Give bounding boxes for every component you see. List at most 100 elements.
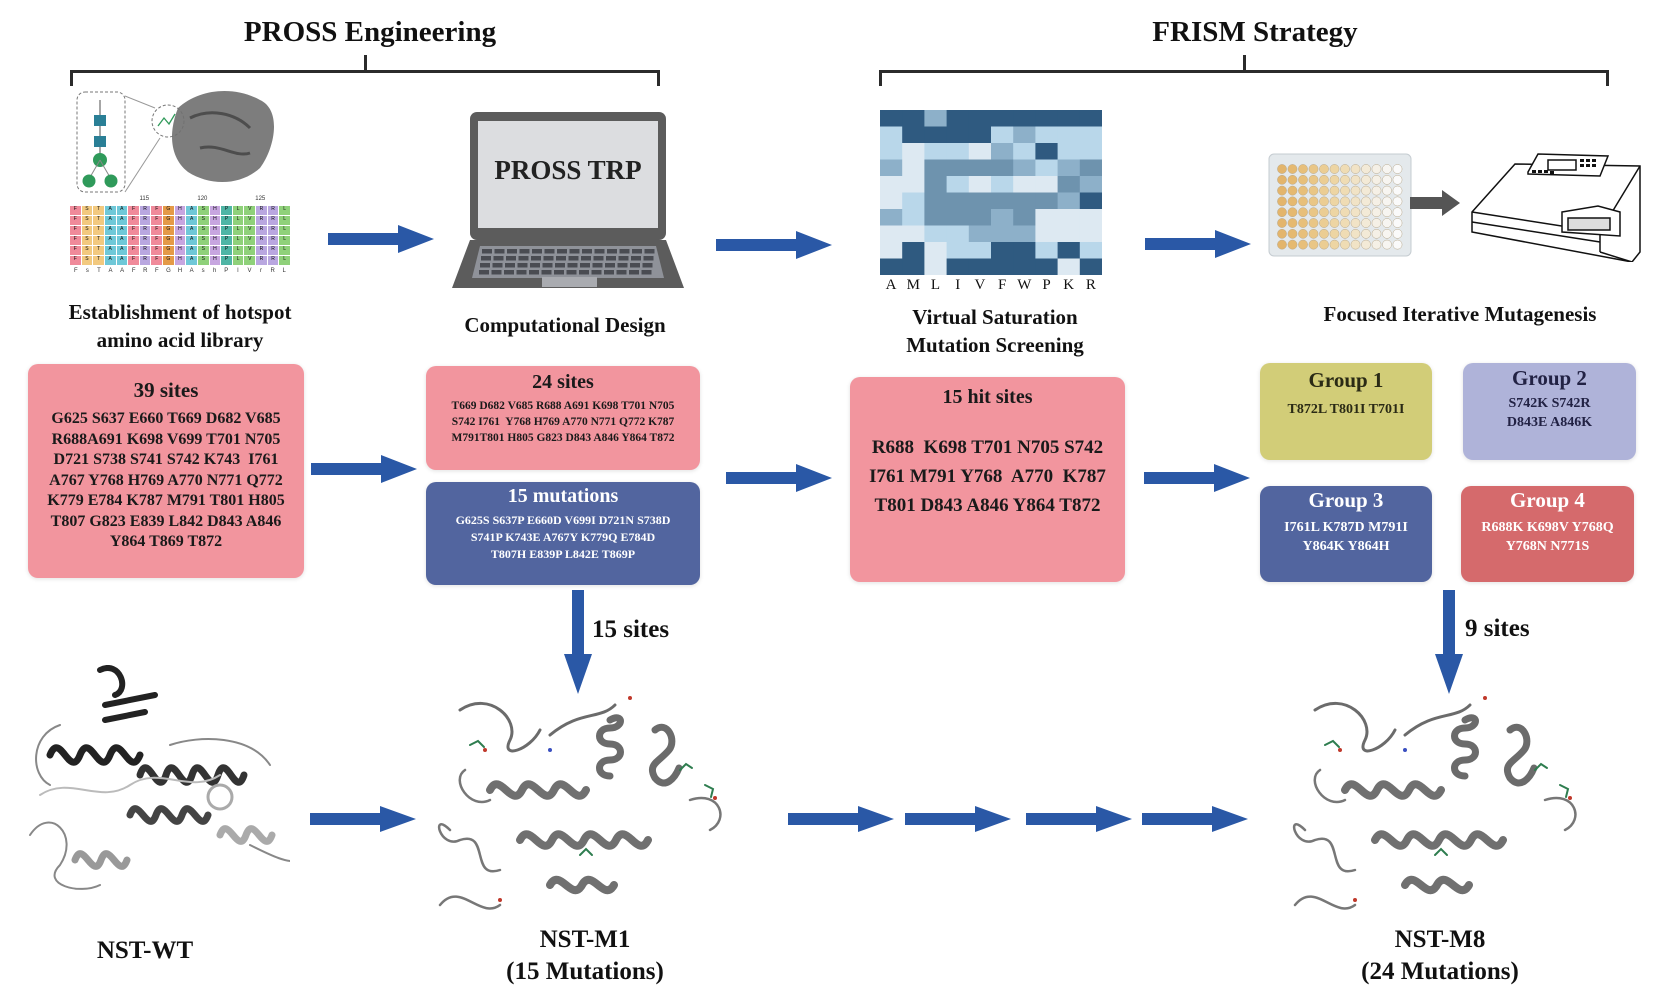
plate-well: [1392, 239, 1403, 250]
heatmap-cell: [991, 242, 1014, 259]
plate-well: [1287, 218, 1298, 228]
plate-well: [1308, 218, 1319, 228]
plate-well: [1392, 185, 1403, 196]
alignment-cell: F: [70, 236, 81, 245]
heatmap-cell: [1013, 159, 1036, 177]
alignment-cell: F: [151, 226, 163, 235]
heatmap-cell: [968, 258, 992, 276]
plate-well: [1277, 185, 1287, 196]
computational-design-caption: Computational Design: [464, 313, 666, 337]
alignment-cell: V: [244, 246, 256, 255]
alignment-cell: R: [256, 256, 267, 265]
heatmap-cell: [968, 110, 992, 127]
nst-m8-label: NST-M8 (24 Mutations): [1330, 924, 1550, 988]
heatmap-cell: [880, 209, 903, 226]
plate-well: [1350, 218, 1361, 228]
arrow-to-m8-icon: [1142, 806, 1248, 832]
library-caption: Establishment of hotspot amino acid libr…: [30, 298, 330, 354]
heatmap-cell: [1057, 242, 1081, 259]
alignment-cell: P: [221, 256, 232, 265]
alignment-cell: F: [70, 226, 81, 235]
plate-well: [1287, 185, 1298, 196]
alignment-cell: S: [197, 216, 209, 225]
plate-well: [1319, 174, 1329, 185]
heatmap-cell: [1013, 126, 1036, 144]
heatmap-cell: [1057, 209, 1081, 226]
site-line: R688K K698V Y768Q: [1481, 520, 1614, 535]
arrow-m1-step3-icon: [1026, 806, 1132, 832]
plate-well: [1361, 239, 1371, 250]
plate-well: [1319, 218, 1329, 228]
heatmap-cell: [1035, 192, 1059, 210]
alignment-cell: H: [174, 216, 186, 225]
heatmap-column-label: W: [1017, 277, 1032, 293]
heatmap-cell: [968, 209, 992, 226]
arrow-design-to-hits-icon: [726, 464, 832, 492]
plate-well: [1371, 218, 1382, 228]
sites-24-box: 24 sites T669 D682 V685 R688 A691 K698 T…: [426, 366, 700, 470]
plate-well: [1392, 196, 1403, 207]
site-line: Y864 T869 T872: [109, 533, 223, 550]
alignment-cell: R: [139, 216, 151, 225]
plate-well: [1277, 207, 1287, 218]
alignment-cell: V: [244, 226, 256, 235]
plate-well: [1277, 228, 1287, 239]
plate-well: [1308, 207, 1319, 218]
alignment-cell: R: [267, 246, 279, 255]
plate-well: [1319, 228, 1329, 239]
laptop-illustration: PROSS TRP: [452, 110, 684, 295]
plate-well: [1308, 239, 1319, 250]
plate-well: [1329, 239, 1340, 250]
consensus-residue: A: [108, 268, 113, 274]
heatmap-cell: [946, 242, 970, 259]
alignment-cell: T: [93, 246, 104, 255]
alignment-cell: A: [104, 256, 116, 265]
alignment-cell: G: [163, 216, 174, 225]
heatmap-cell: [1057, 192, 1081, 210]
alignment-cell: G: [163, 256, 174, 265]
alignment-cell: R: [139, 256, 151, 265]
heatmap-cell: [1057, 159, 1081, 177]
alignment-cell: L: [232, 256, 244, 265]
plate-well: [1382, 174, 1392, 185]
plate-well: [1329, 228, 1340, 239]
plate-well: [1298, 207, 1308, 218]
heatmap-cell: [991, 126, 1014, 144]
arrow-m1-step2-icon: [905, 806, 1011, 832]
plate-well: [1361, 207, 1371, 218]
alignment-cell: F: [70, 246, 81, 255]
site-line: S742K S742R: [1508, 396, 1591, 411]
heatmap-cell: [1057, 225, 1081, 243]
alignment-cell: A: [116, 256, 128, 265]
plate-well: [1287, 196, 1298, 207]
plate-well: [1308, 174, 1319, 185]
nst-m1-label: NST-M1 (15 Mutations): [475, 924, 695, 988]
alignment-cell: A: [104, 206, 116, 215]
consensus-residue: F: [131, 268, 136, 274]
alignment-cell: L: [279, 216, 290, 225]
arrow-design-to-screening-icon: [716, 231, 832, 259]
heatmap-cell: [880, 258, 903, 276]
sites-39-title: 39 sites: [133, 378, 199, 402]
alignment-cell: R: [256, 236, 267, 245]
site-line: G625S S637P E660D V699I D721N S738D: [455, 513, 671, 527]
alignment-cell: L: [279, 206, 290, 215]
alignment-cell: P: [221, 216, 232, 225]
heatmap-cell: [1079, 143, 1103, 160]
heatmap-cell: [1035, 225, 1059, 243]
heatmap-cell: [1013, 192, 1036, 210]
nst-m1-name: NST-M1: [539, 926, 631, 953]
arrow-m1-step1-icon: [788, 806, 894, 832]
plate-well: [1350, 185, 1361, 196]
alignment-cell: A: [116, 226, 128, 235]
heatmap-cell: [924, 209, 948, 226]
plate-well: [1382, 228, 1392, 239]
heatmap-cell: [946, 126, 970, 144]
heatmap-cell: [946, 258, 970, 276]
